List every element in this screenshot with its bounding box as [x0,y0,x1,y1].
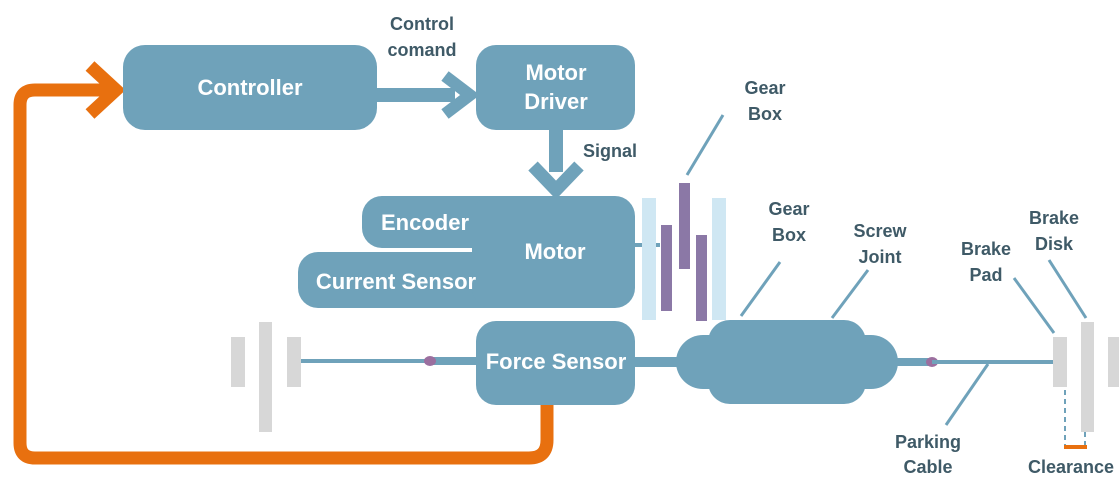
motor-driver-label-line2: Driver [524,89,588,114]
motor-block [472,196,635,308]
parking-cable-label-line1: Parking [895,432,961,452]
gear-plate-dark-3 [696,235,707,321]
motor-label: Motor [524,239,586,264]
gear-box-mid-label-line1: Gear [768,199,809,219]
motor-driver-label-line1: Motor [525,60,587,85]
clearance-label: Clearance [1028,457,1114,477]
controller-label: Controller [197,75,303,100]
brake-pad [1053,337,1067,387]
brake-disk-leader [1047,259,1088,319]
gear-plate-dark-1 [661,225,672,311]
parking-cable-label-line2: Cable [903,457,952,477]
gear-box-top-label-line2: Box [748,104,782,124]
gear-plate-light-left [642,198,656,320]
gear-box-top-leader [685,114,725,176]
screw-joint-leader [830,269,870,319]
force-sensor-label: Force Sensor [486,349,627,374]
gear-plate-light-right [712,198,726,320]
feedback-arrowhead [85,61,126,119]
left-brake-plate-3 [287,337,301,387]
feedback-loop-line [13,83,554,465]
gear-box-mid-label-line2: Box [772,225,806,245]
force-sensor-block [476,321,635,405]
control-command-arrowhead [441,71,480,119]
brake-disk-label-line2: Disk [1035,234,1074,254]
signal-arrowhead [528,161,584,200]
gear-box-top-label-line1: Gear [744,78,785,98]
parking-cable-leader [944,363,990,426]
controller-block [123,45,377,130]
right-plate [1108,337,1119,387]
brake-disk-label-line1: Brake [1029,208,1079,228]
brake-pad-leader [1012,277,1056,334]
left-brake-plate-1 [231,337,245,387]
brake-pad-label-line1: Brake [961,239,1011,259]
brake-disk [1081,322,1094,432]
screw-joint-label-line1: Screw [853,221,907,241]
encoder-label: Encoder [381,210,469,235]
control-command-label-line1: Control [390,14,454,34]
gear-plate-dark-2 [679,183,690,269]
current-sensor-label: Current Sensor [316,269,477,294]
left-brake-plate-2 [259,322,272,432]
screw-joint-label-line2: Joint [859,247,902,267]
control-command-label-line2: comand [387,40,456,60]
signal-label: Signal [583,141,637,161]
motor-driver-block [476,45,635,130]
brake-pad-label-line2: Pad [969,265,1002,285]
screw-joint-housing [708,320,866,404]
left-shaft-joint [424,356,436,366]
gear-box-mid-leader [739,261,782,317]
